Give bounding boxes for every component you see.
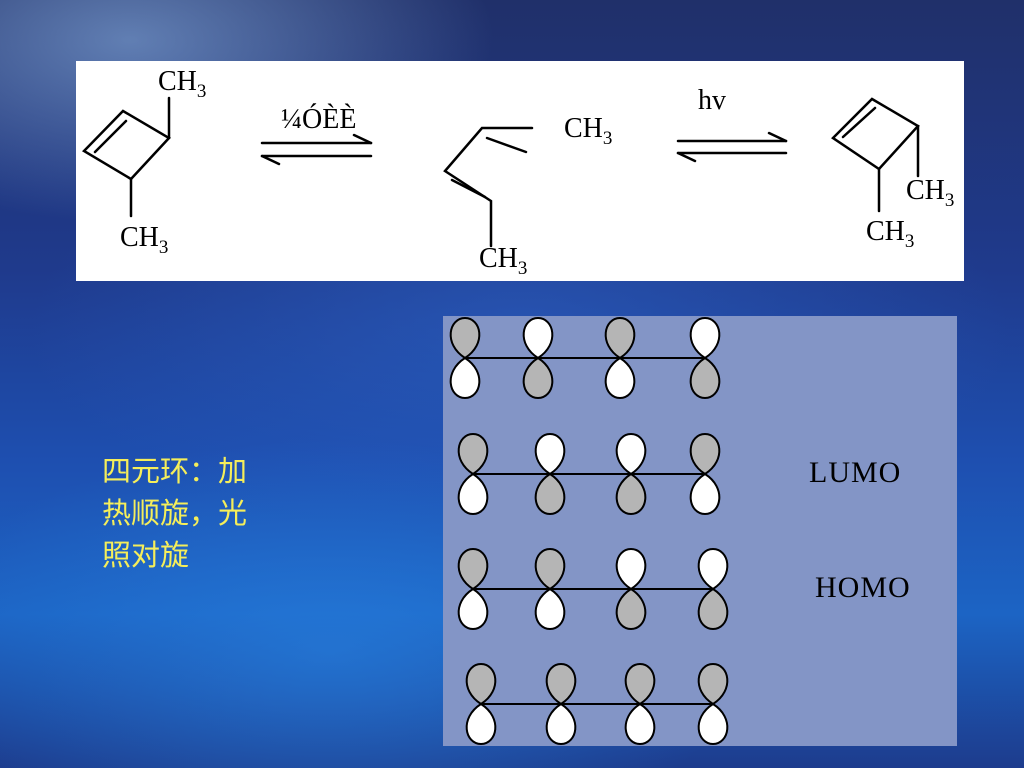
right-arrow-back-head: [676, 151, 697, 163]
orbital-diagram-panel: LUMO HOMO: [443, 316, 957, 746]
p-orbital-bottom-lobe: [615, 472, 647, 516]
diene-double-bond-1: [485, 136, 528, 154]
p-orbital-bottom-lobe: [545, 702, 577, 746]
diene-chain: [443, 126, 534, 248]
rule-note-line-1: 四元环：加: [102, 454, 248, 488]
left-double-bond: [93, 119, 128, 154]
p-orbital-top-lobe: [457, 547, 489, 591]
p-orbital-top-lobe: [449, 316, 481, 360]
p-orbital-top-lobe: [697, 662, 729, 706]
orbital-row-3: [457, 547, 729, 631]
right-arrow-forward-head: [767, 131, 788, 143]
left-arrow-back-head: [260, 154, 281, 166]
reaction-scheme: CH3 CH3 ¼ÓÈÈ CH3 CH3 hv CH3 CH3: [81, 66, 954, 279]
left-arrow-forward-head: [352, 133, 373, 145]
p-orbital-bottom-lobe: [457, 587, 489, 631]
left-ch3-top: CH3: [158, 66, 206, 102]
p-orbital-top-lobe: [465, 662, 497, 706]
p-orbital-top-lobe: [615, 547, 647, 591]
p-orbital-bottom-lobe: [534, 472, 566, 516]
p-orbital-bottom-lobe: [615, 587, 647, 631]
p-orbital-bottom-lobe: [449, 356, 481, 400]
condition-heat: ¼ÓÈÈ: [281, 104, 356, 135]
rule-note-line-3: 照对旋: [102, 538, 190, 572]
condition-light: hv: [698, 85, 726, 116]
orbital-row-4: [465, 662, 729, 746]
orbital-row-2: [457, 432, 721, 516]
p-orbital-bottom-lobe: [465, 702, 497, 746]
p-orbital-bottom-lobe: [604, 356, 636, 400]
p-orbital-top-lobe: [689, 432, 721, 476]
p-orbital-top-lobe: [624, 662, 656, 706]
p-orbital-bottom-lobe: [534, 587, 566, 631]
middle-ch3-bottom: CH3: [479, 243, 527, 279]
reaction-scheme-panel: CH3 CH3 ¼ÓÈÈ CH3 CH3 hv CH3 CH3: [76, 61, 964, 281]
p-orbital-top-lobe: [457, 432, 489, 476]
p-orbital-top-lobe: [697, 547, 729, 591]
rule-note: 四元环：加 热顺旋，光 照对旋: [102, 450, 312, 576]
p-orbital-bottom-lobe: [689, 472, 721, 516]
p-orbital-bottom-lobe: [689, 356, 721, 400]
p-orbital-bottom-lobe: [457, 472, 489, 516]
right-double-bond: [841, 106, 877, 139]
rule-note-line-2: 热顺旋，光: [102, 496, 248, 530]
p-orbital-bottom-lobe: [624, 702, 656, 746]
p-orbital-top-lobe: [604, 316, 636, 360]
p-orbital-bottom-lobe: [522, 356, 554, 400]
p-orbital-top-lobe: [689, 316, 721, 360]
lumo-label: LUMO: [809, 456, 902, 489]
diene-double-bond-2: [450, 178, 487, 199]
p-orbital-top-lobe: [545, 662, 577, 706]
p-orbital-top-lobe: [615, 432, 647, 476]
homo-label: HOMO: [815, 571, 911, 604]
right-ch3-right: CH3: [906, 175, 954, 211]
middle-ch3-right: CH3: [564, 113, 612, 149]
orbital-diagram: [449, 316, 729, 746]
left-ch3-bottom: CH3: [120, 222, 168, 258]
p-orbital-top-lobe: [522, 316, 554, 360]
p-orbital-bottom-lobe: [697, 587, 729, 631]
p-orbital-top-lobe: [534, 547, 566, 591]
p-orbital-top-lobe: [534, 432, 566, 476]
orbital-row-1: [449, 316, 721, 400]
p-orbital-bottom-lobe: [697, 702, 729, 746]
right-ch3-bottom: CH3: [866, 216, 914, 252]
